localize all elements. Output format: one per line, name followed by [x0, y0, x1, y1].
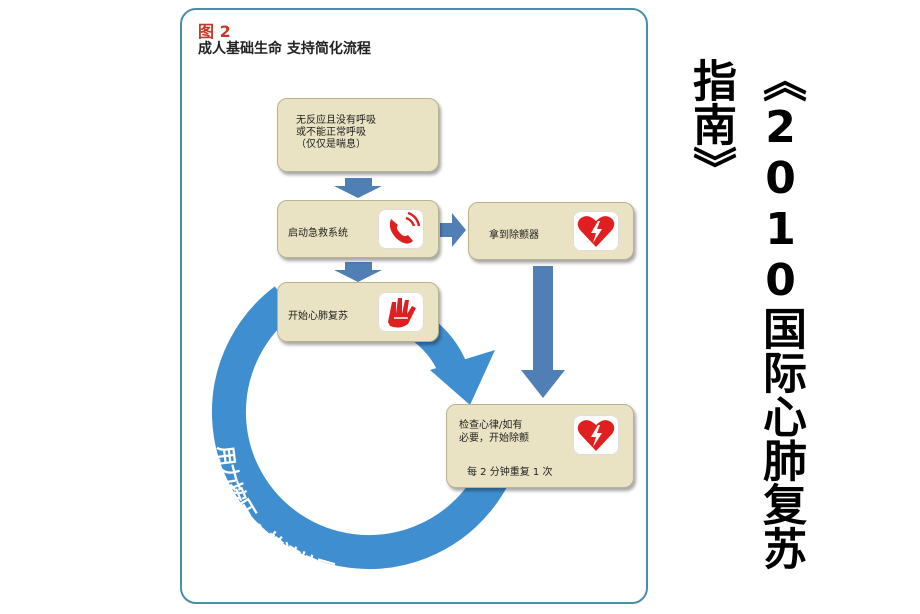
rhythm-repeat: 每 2 分钟重复 1 次 [467, 467, 553, 478]
cpr-label: 开始心肺复苏 [288, 311, 348, 322]
assess-line-1: 无反应且没有呼吸 [296, 115, 376, 126]
heart-defib-icon [573, 211, 619, 251]
assess-line-3: （仅仅是喘息） [296, 139, 366, 150]
cycle-ring [211, 286, 522, 570]
step-assess: 无反应且没有呼吸 或不能正常呼吸 （仅仅是喘息） [277, 98, 439, 172]
cycle-arrowhead [430, 350, 495, 405]
rhythm-line-2: 必要，开始除颤 [459, 433, 529, 444]
step-call: 启动急救系统 [277, 200, 439, 258]
step-cpr: 开始心肺复苏 [277, 282, 439, 342]
rhythm-line-1: 检查心律/如有 [459, 420, 523, 431]
arrow-down-2 [334, 262, 382, 282]
arrow-down-long [521, 266, 565, 398]
step-rhythm: 检查心律/如有 必要，开始除颤 每 2 分钟重复 1 次 [446, 404, 634, 488]
aed-label: 拿到除颤器 [489, 230, 539, 241]
hands-icon [378, 292, 424, 332]
figure-title: 成人基础生命 支持简化流程 [198, 41, 371, 57]
arrow-down-1 [334, 178, 382, 198]
assess-line-2: 或不能正常呼吸 [296, 127, 366, 138]
step-aed: 拿到除颤器 [468, 202, 634, 260]
side-title: 《2010国际心肺复苏指南》 [685, 58, 806, 570]
arrow-right [440, 213, 466, 247]
phone-icon [378, 209, 424, 249]
heart-defib-icon [573, 415, 619, 455]
call-label: 启动急救系统 [288, 228, 348, 239]
figure-label: 图 2 [198, 22, 231, 41]
